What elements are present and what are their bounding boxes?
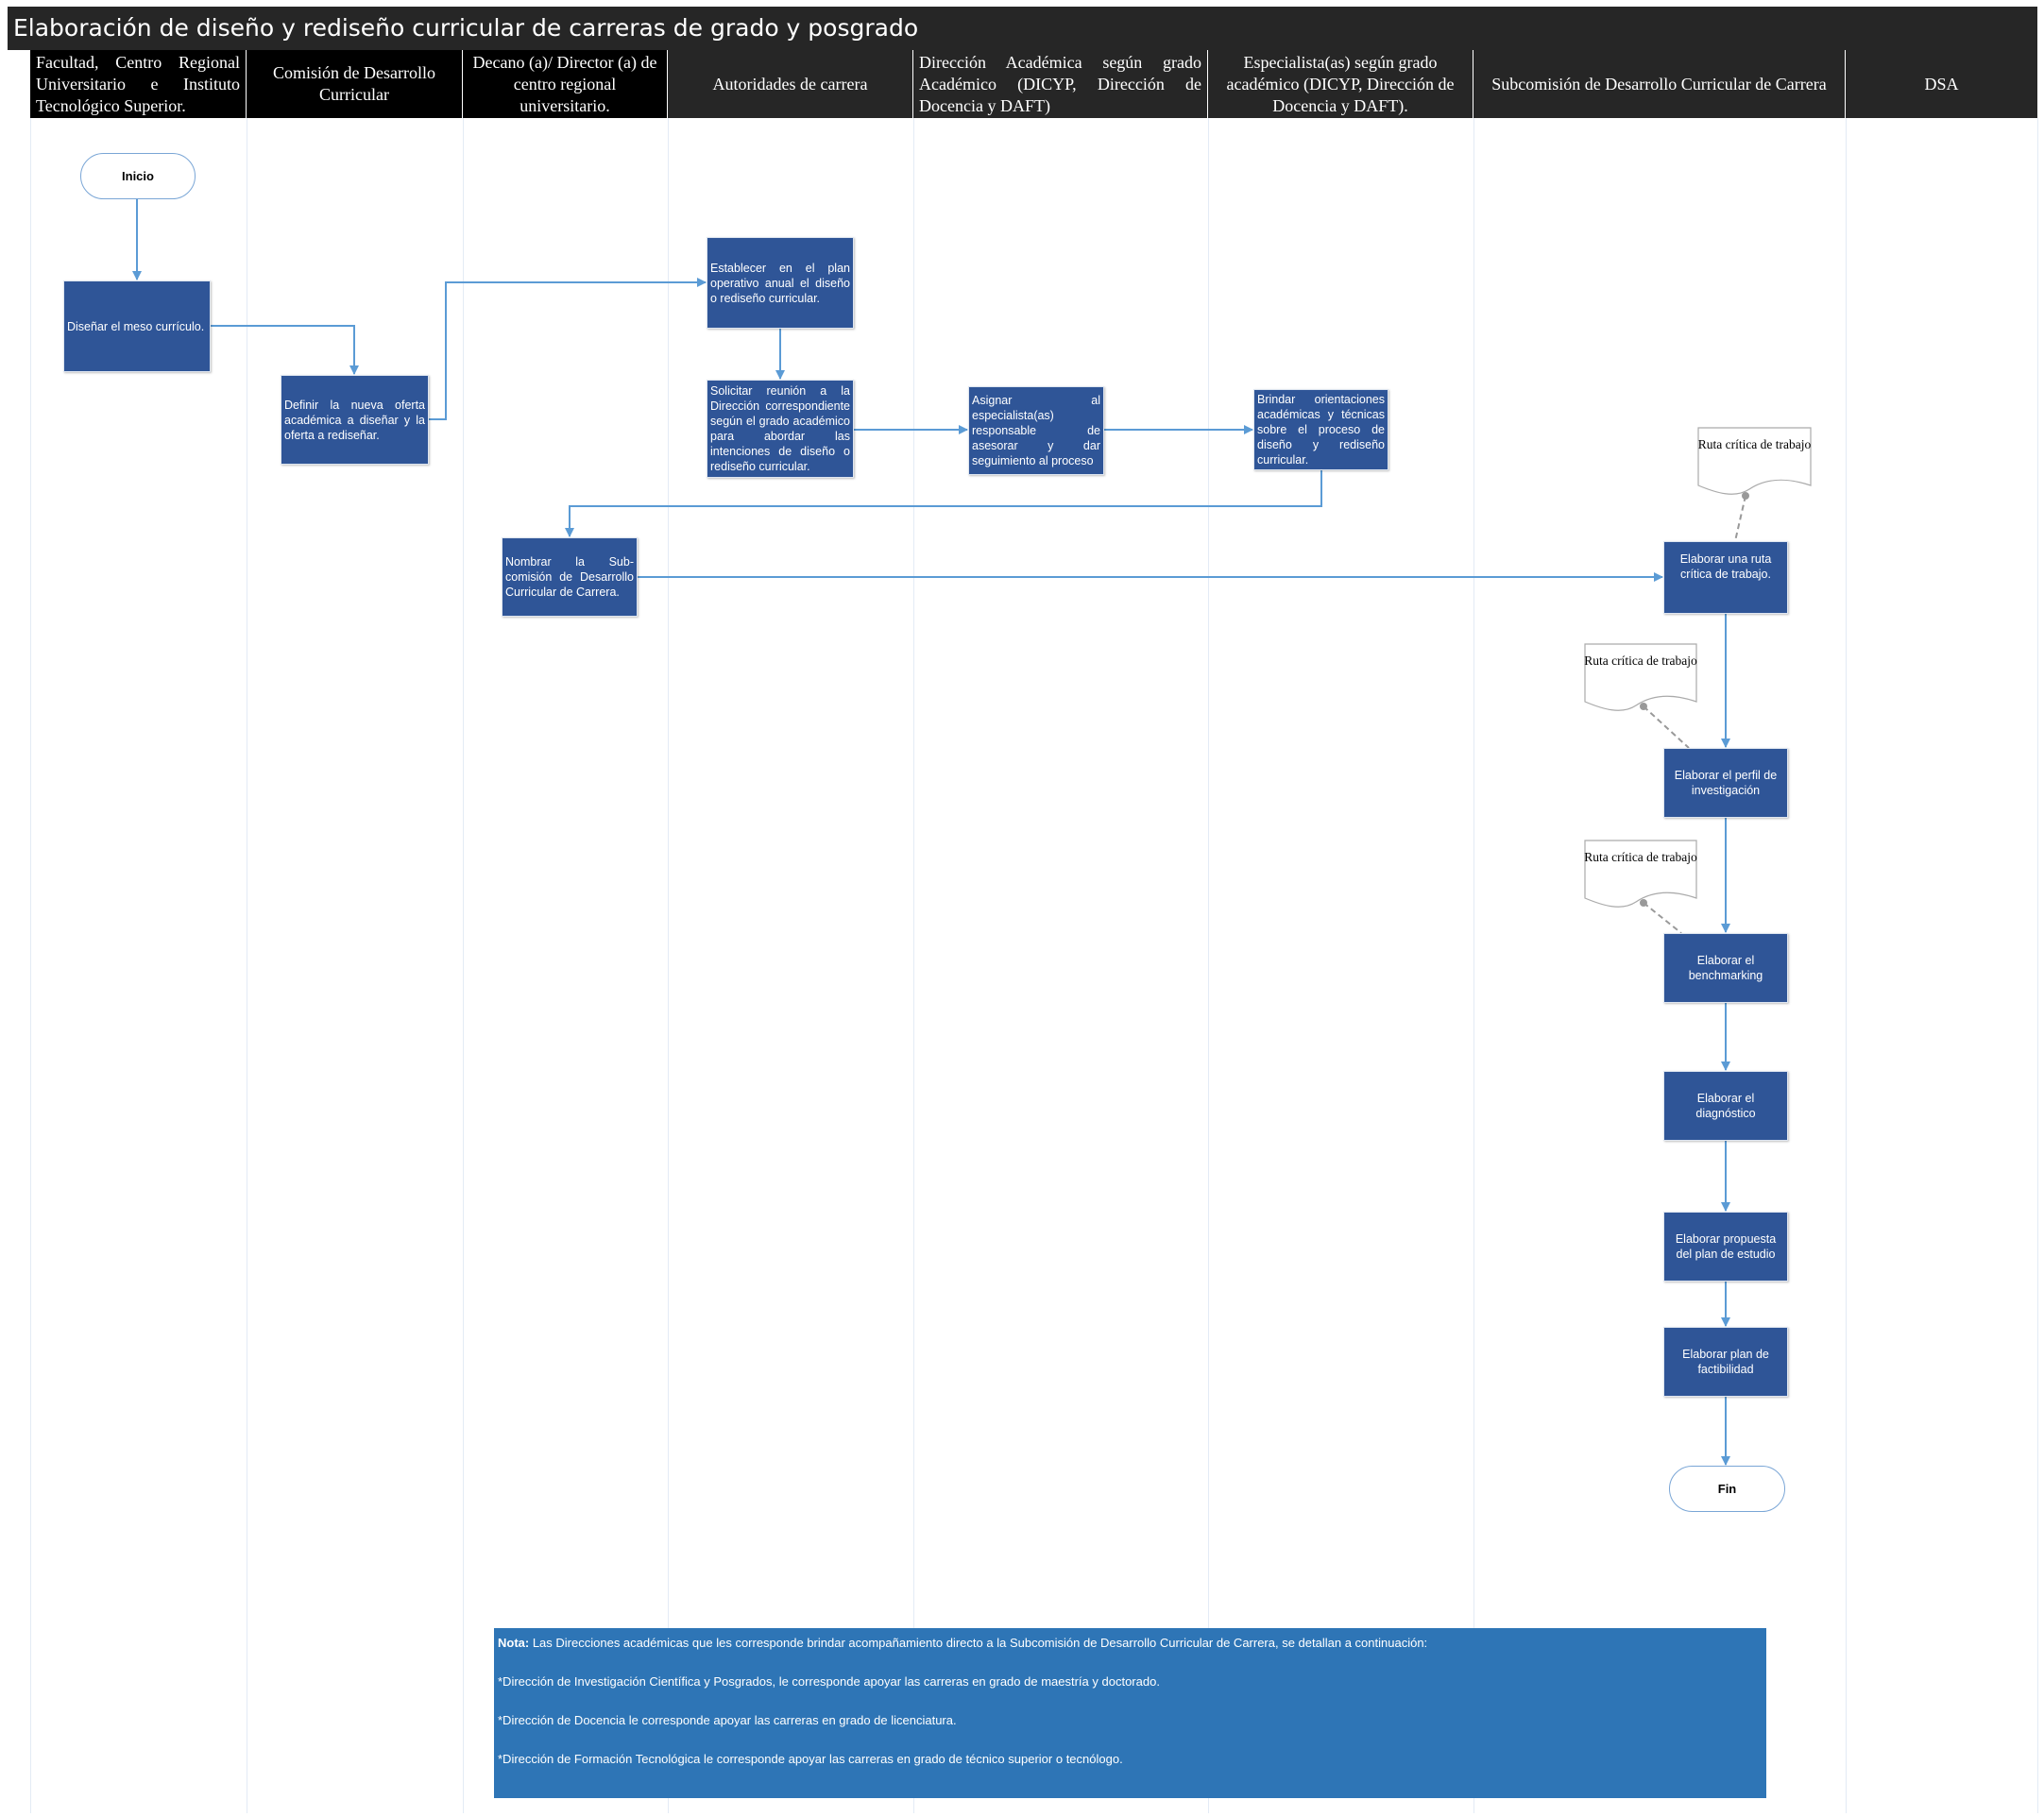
step-label: Definir la nueva oferta académica a dise…: [284, 398, 425, 442]
document-label: Ruta crítica de trabajo: [1697, 437, 1812, 451]
note-label: Nota:: [498, 1636, 530, 1650]
lane-header-comision: Comisión de Desarrollo Curricular: [247, 50, 463, 118]
document-ruta-critica: Ruta crítica de trabajo: [1697, 427, 1812, 497]
step-establecer-plan: Establecer en el plan operativo anual el…: [707, 237, 854, 329]
lane-divider: [668, 118, 669, 1813]
step-benchmarking: Elaborar el benchmarking: [1663, 933, 1788, 1003]
lane-divider: [1473, 118, 1474, 1813]
lane-divider: [1846, 118, 1847, 1813]
step-plan-factibilidad: Elaborar plan de factibilidad: [1663, 1327, 1788, 1397]
step-disenar-meso-curriculo: Diseñar el meso currículo.: [63, 280, 211, 372]
association-line: [1734, 495, 1746, 542]
document-icon: [1584, 840, 1697, 908]
step-perfil-investigacion: Elaborar el perfil de investigación: [1663, 748, 1788, 818]
association-dot: [1640, 703, 1647, 710]
document-label: Ruta crítica de trabajo: [1584, 654, 1697, 668]
page-title: Elaboración de diseño y rediseño curricu…: [8, 7, 2037, 50]
step-nombrar-subcomision: Nombrar la Sub-comisión de Desarrollo Cu…: [502, 537, 638, 617]
lane-header-direccion: Dirección Académica según grado Académic…: [913, 50, 1208, 118]
arrow: [565, 470, 1322, 537]
lane-header-dsa: DSA: [1846, 50, 2037, 118]
step-propuesta-plan: Elaborar propuesta del plan de estudio: [1663, 1212, 1788, 1282]
step-brindar-orientaciones: Brindar orientaciones académicas y técni…: [1253, 389, 1388, 470]
document-icon: [1697, 427, 1812, 495]
lane-divider: [2037, 118, 2038, 1813]
document-icon: [1584, 643, 1697, 711]
lane-header-facultad: Facultad, Centro Regional Universitario …: [30, 50, 247, 118]
step-label: Solicitar reunión a la Dirección corresp…: [710, 384, 850, 473]
lane-header-decano: Decano (a)/ Director (a) de centro regio…: [463, 50, 668, 118]
document-ruta-critica: Ruta crítica de trabajo: [1584, 643, 1697, 713]
lane-header-especialista: Especialista(as) según grado académico (…: [1208, 50, 1473, 118]
step-diagnostico: Elaborar el diagnóstico: [1663, 1071, 1788, 1141]
association-line: [1643, 705, 1690, 749]
lane-header-autoridades: Autoridades de carrera: [668, 50, 913, 118]
start-terminator: Inicio: [80, 153, 196, 199]
arrow: [429, 278, 707, 420]
lane-header-subcomision: Subcomisión de Desarrollo Curricular de …: [1473, 50, 1846, 118]
step-label: Establecer en el plan operativo anual el…: [710, 261, 850, 305]
association-dot: [1640, 899, 1647, 907]
step-solicitar-reunion: Solicitar reunión a la Dirección corresp…: [707, 380, 854, 478]
lane-divider: [913, 118, 914, 1813]
lane-divider: [1208, 118, 1209, 1813]
note-item: *Dirección de Docencia le corresponde ap…: [498, 1713, 957, 1727]
lane-divider: [30, 118, 31, 1813]
step-label: Nombrar la Sub-comisión de Desarrollo Cu…: [505, 555, 634, 599]
note-intro: Las Direcciones académicas que les corre…: [529, 1636, 1428, 1650]
step-label: Asignar al especialista(as) responsable …: [972, 394, 1100, 467]
note-item: *Dirección de Formación Tecnológica le c…: [498, 1752, 1123, 1766]
association-line: [1643, 902, 1682, 934]
arrow: [211, 325, 359, 375]
step-ruta-critica: Elaborar una ruta crítica de trabajo.: [1663, 541, 1788, 614]
step-definir-oferta: Definir la nueva oferta académica a dise…: [281, 375, 429, 465]
document-label: Ruta crítica de trabajo: [1584, 850, 1697, 864]
document-ruta-critica: Ruta crítica de trabajo: [1584, 840, 1697, 909]
step-asignar-especialista: Asignar al especialista(as) responsable …: [968, 386, 1104, 475]
step-label: Brindar orientaciones académicas y técni…: [1257, 393, 1385, 467]
association-dot: [1742, 492, 1749, 500]
step-label: Diseñar el meso currículo.: [67, 319, 205, 333]
end-terminator: Fin: [1669, 1466, 1785, 1512]
note-box: Nota: Las Direcciones académicas que les…: [494, 1628, 1766, 1798]
note-item: *Dirección de Investigación Científica y…: [498, 1674, 1160, 1689]
lane-divider: [463, 118, 464, 1813]
